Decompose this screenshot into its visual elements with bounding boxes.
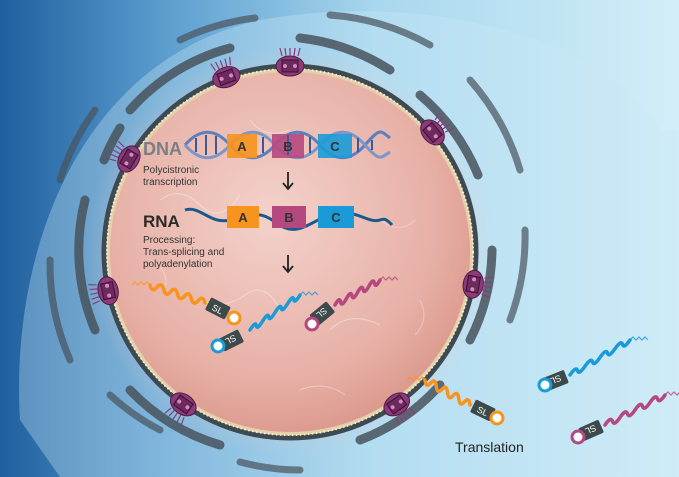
sl-label: SL [475, 404, 489, 418]
mrna-body [248, 293, 302, 332]
polya-tail-icon [664, 391, 679, 396]
rna-gene-b-box [272, 206, 306, 228]
cap-icon [537, 377, 553, 393]
dna-label: DNA [143, 139, 182, 159]
mrna-molecule: SL [210, 291, 319, 354]
mrna-body [333, 278, 382, 307]
mrna-molecule: SL [406, 376, 505, 426]
rna-gene-c-box [318, 206, 354, 228]
er-cisternae-outer [46, 11, 529, 474]
rna-label: RNA [143, 212, 180, 231]
dna-gene-b-label: B [283, 139, 292, 154]
mrna-molecule: SL [570, 391, 679, 445]
sl-label: SL [223, 333, 237, 347]
nuclear-pore-icon [383, 392, 416, 426]
mrna-body [603, 393, 667, 427]
nuclear-pore-icon [462, 269, 493, 299]
dna-caption-line1: Polycistronic [143, 165, 199, 176]
rna-gene-a-box [227, 206, 259, 228]
polya-tail-icon [629, 336, 649, 341]
cap-icon [570, 429, 586, 445]
rna-strand [184, 207, 394, 231]
dna-strand-1 [183, 130, 391, 160]
rna-gene-c-label: C [331, 210, 341, 225]
down-arrow-icon [282, 172, 294, 191]
dna-gene-c-box [318, 134, 352, 158]
rna-caption-line1: Processing: [143, 235, 195, 246]
rna-caption-line2: Trans-splicing and [143, 247, 224, 258]
rna-gene-a-label: A [238, 210, 248, 225]
cap-icon [226, 310, 242, 326]
nuclear-pore-icon [420, 112, 453, 146]
mrna-body [148, 283, 207, 305]
nuclear-pore-icon [108, 140, 141, 173]
dna-group: A B C DNA Polycistronic transcription [143, 130, 391, 188]
cap-icon [210, 338, 226, 354]
mrna-group: SL SL SL SL SL SL [131, 276, 679, 445]
nuclear-pore-icon [275, 47, 305, 77]
polya-tail-icon [299, 291, 319, 296]
polya-tail-icon [379, 276, 399, 281]
nuclear-envelope-dots [106, 68, 474, 436]
translation-label: Translation [455, 439, 524, 455]
nuclear-pore-icon [210, 56, 241, 89]
sl-label: SL [549, 373, 563, 386]
rna-group: A B C RNA Processing: Trans-splicing and… [143, 206, 394, 270]
dna-caption-line2: transcription [143, 177, 197, 188]
spliced-leader-box: SL [470, 399, 496, 422]
cap-icon [304, 316, 320, 332]
mrna-molecule: SL [304, 276, 399, 332]
rna-caption-line3: polyadenylation [143, 259, 213, 270]
dna-gene-c-label: C [330, 139, 340, 154]
mrna-molecule: SL [537, 336, 649, 393]
spliced-leader-box: SL [205, 297, 231, 320]
cap-icon [489, 410, 505, 426]
dna-rungs [195, 135, 373, 155]
polya-tail-icon [406, 376, 426, 381]
mrna-body [423, 378, 472, 407]
nuclear-pores [88, 47, 493, 426]
nuclear-pore-icon [88, 276, 119, 306]
sl-label: SL [210, 302, 224, 316]
mrna-molecule: SL [131, 281, 242, 326]
sl-label: SL [584, 423, 598, 437]
polya-tail-icon [131, 281, 151, 286]
rna-gene-b-label: B [284, 210, 293, 225]
down-arrow-icon [282, 255, 294, 274]
nucleus [110, 72, 470, 432]
dna-gene-a-label: A [237, 139, 247, 154]
mrna-body [568, 338, 632, 377]
nuclear-pore-icon [164, 392, 197, 426]
dna-gene-a-box [227, 134, 257, 158]
